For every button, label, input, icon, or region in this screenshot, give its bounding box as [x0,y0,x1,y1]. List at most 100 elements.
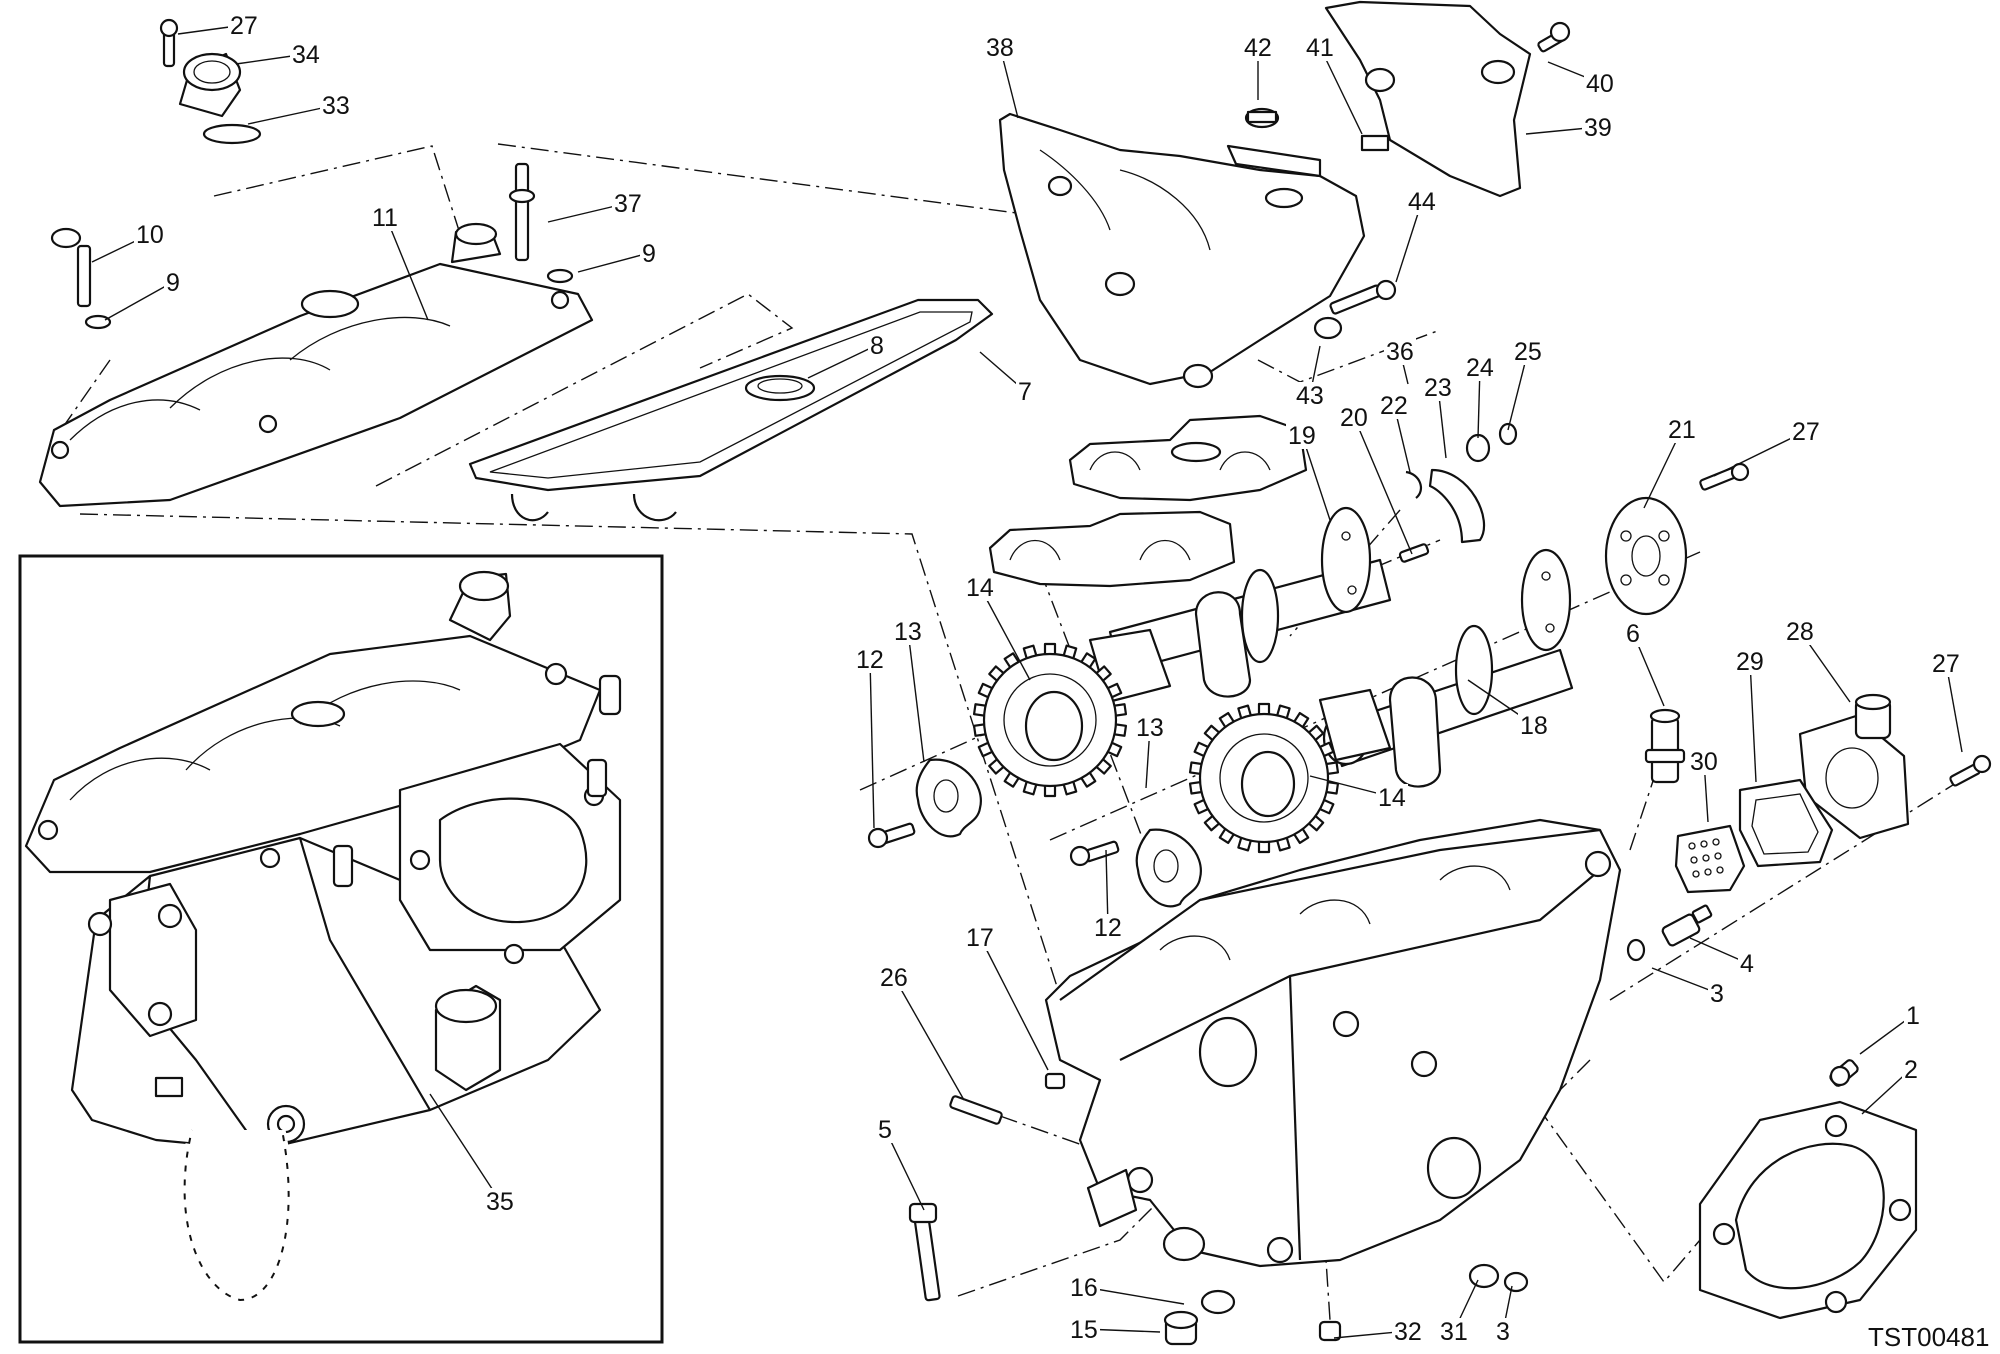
callout-c22: 22 [1380,392,1408,420]
callout-bg-c10 [134,221,166,248]
callout-bg-c7 [1016,378,1034,405]
part-bolt-5 [908,1202,941,1302]
callout-c34: 34 [292,41,320,69]
callout-c24: 24 [1466,354,1494,382]
part-gear-14-right [1188,702,1340,854]
callout-bg-c27c [1930,650,1962,677]
leader-line-c4 [1689,937,1748,964]
part-flange-2-bolt-1 [1698,1059,1918,1320]
part-plates-13 [915,758,1202,908]
callout-bg-c25 [1512,338,1544,365]
callout-bg-c8 [868,332,886,359]
callout-c9b: 9 [642,240,656,268]
callout-bg-c9b [640,240,658,267]
callout-bg-c2 [1902,1056,1920,1083]
callout-c19: 19 [1288,422,1316,450]
callout-c37: 37 [614,190,642,218]
callout-bg-c20 [1338,404,1370,431]
leader-line-c20 [1353,416,1413,555]
grid-dots [1688,838,1724,878]
leader-line-c35 [429,1093,501,1202]
callout-c13b: 13 [1136,714,1164,742]
part-bearing-caps [988,414,1308,588]
callout-bg-c42 [1242,34,1274,61]
callout-bg-c38 [984,34,1016,61]
callout-bg-c36 [1384,338,1416,365]
part-stud-6 [1644,708,1686,784]
callout-bg-c5 [876,1116,894,1143]
callout-bg-c24 [1464,354,1496,381]
callout-bg-c9a [164,269,182,296]
leader-line-c8 [807,344,878,379]
callout-bg-c29 [1734,648,1766,675]
callout-bg-c31 [1438,1318,1470,1345]
part-cover-38 [998,112,1366,389]
callout-c27a: 27 [230,12,258,40]
callout-c21: 21 [1668,416,1696,444]
callout-c28: 28 [1786,618,1814,646]
callout-c30: 30 [1690,748,1718,776]
callout-c11: 11 [372,204,398,232]
leader-line-c27c [1945,662,1963,753]
callout-bg-c16 [1068,1274,1100,1301]
callout-bg-c12b [1092,914,1124,941]
callout-c12b: 12 [1094,914,1122,942]
callout-bg-c14a [964,574,996,601]
part-bolts-12 [867,822,1120,867]
leader-line-c14a [979,586,1031,681]
callout-c38: 38 [986,34,1014,62]
callout-c29: 29 [1736,648,1764,676]
callout-c27c: 27 [1932,650,1960,678]
callout-bg-c13b [1134,714,1166,741]
callout-bg-c3b [1494,1318,1512,1345]
callout-c41: 41 [1306,34,1334,62]
callout-c18: 18 [1520,712,1548,740]
callout-c20: 20 [1340,404,1368,432]
callout-bg-c27a [228,12,260,39]
callout-c35: 35 [486,1188,514,1216]
callout-bg-c12a [854,646,886,673]
callout-c7: 7 [1018,378,1032,406]
callout-bg-c6 [1624,620,1642,647]
callout-bg-c19 [1286,422,1318,449]
part-fitting-34-33-27 [159,18,262,145]
callout-bg-c35 [484,1188,516,1215]
part-hub-21 [1604,462,1750,616]
callout-bg-c18 [1518,712,1550,739]
callout-c10: 10 [136,221,164,249]
part-fitting-28-29-30 [1674,693,1992,894]
callout-bg-c43 [1294,382,1326,409]
callout-c43: 43 [1296,382,1324,410]
callout-bg-c15 [1068,1316,1100,1343]
callout-bg-c28 [1784,618,1816,645]
callout-bg-c32 [1392,1318,1424,1345]
part-plugs-15-16-31-32-3 [1163,1263,1529,1346]
part-retainers-20-25 [1398,422,1518,563]
part-stud-26-dowel-17 [949,1072,1066,1125]
part-cylinder-head [1044,818,1622,1268]
callout-bg-c30 [1688,748,1720,775]
callout-c25: 25 [1514,338,1542,366]
callout-c23: 23 [1424,374,1452,402]
callout-bg-c21 [1666,416,1698,443]
callout-c4: 4 [1740,950,1754,978]
callout-bg-c26 [878,964,910,991]
callout-c13a: 13 [894,618,922,646]
part-gear-14-left [972,642,1128,798]
leader-line-c9b [577,252,650,273]
leader-line-c11 [385,216,429,321]
callout-c6: 6 [1626,620,1640,648]
callout-c3b: 3 [1496,1318,1510,1346]
leader-line-c26 [893,976,965,1101]
callout-bg-c37 [612,190,644,217]
callout-c15: 15 [1070,1316,1098,1344]
leader-line-c3a [1651,967,1718,994]
part-bolt-44-washer-43 [1313,279,1397,340]
callout-bg-c34 [290,41,322,68]
leader-line-c9a [104,281,174,321]
callout-bg-c40 [1584,70,1616,97]
callout-bg-c22 [1378,392,1410,419]
